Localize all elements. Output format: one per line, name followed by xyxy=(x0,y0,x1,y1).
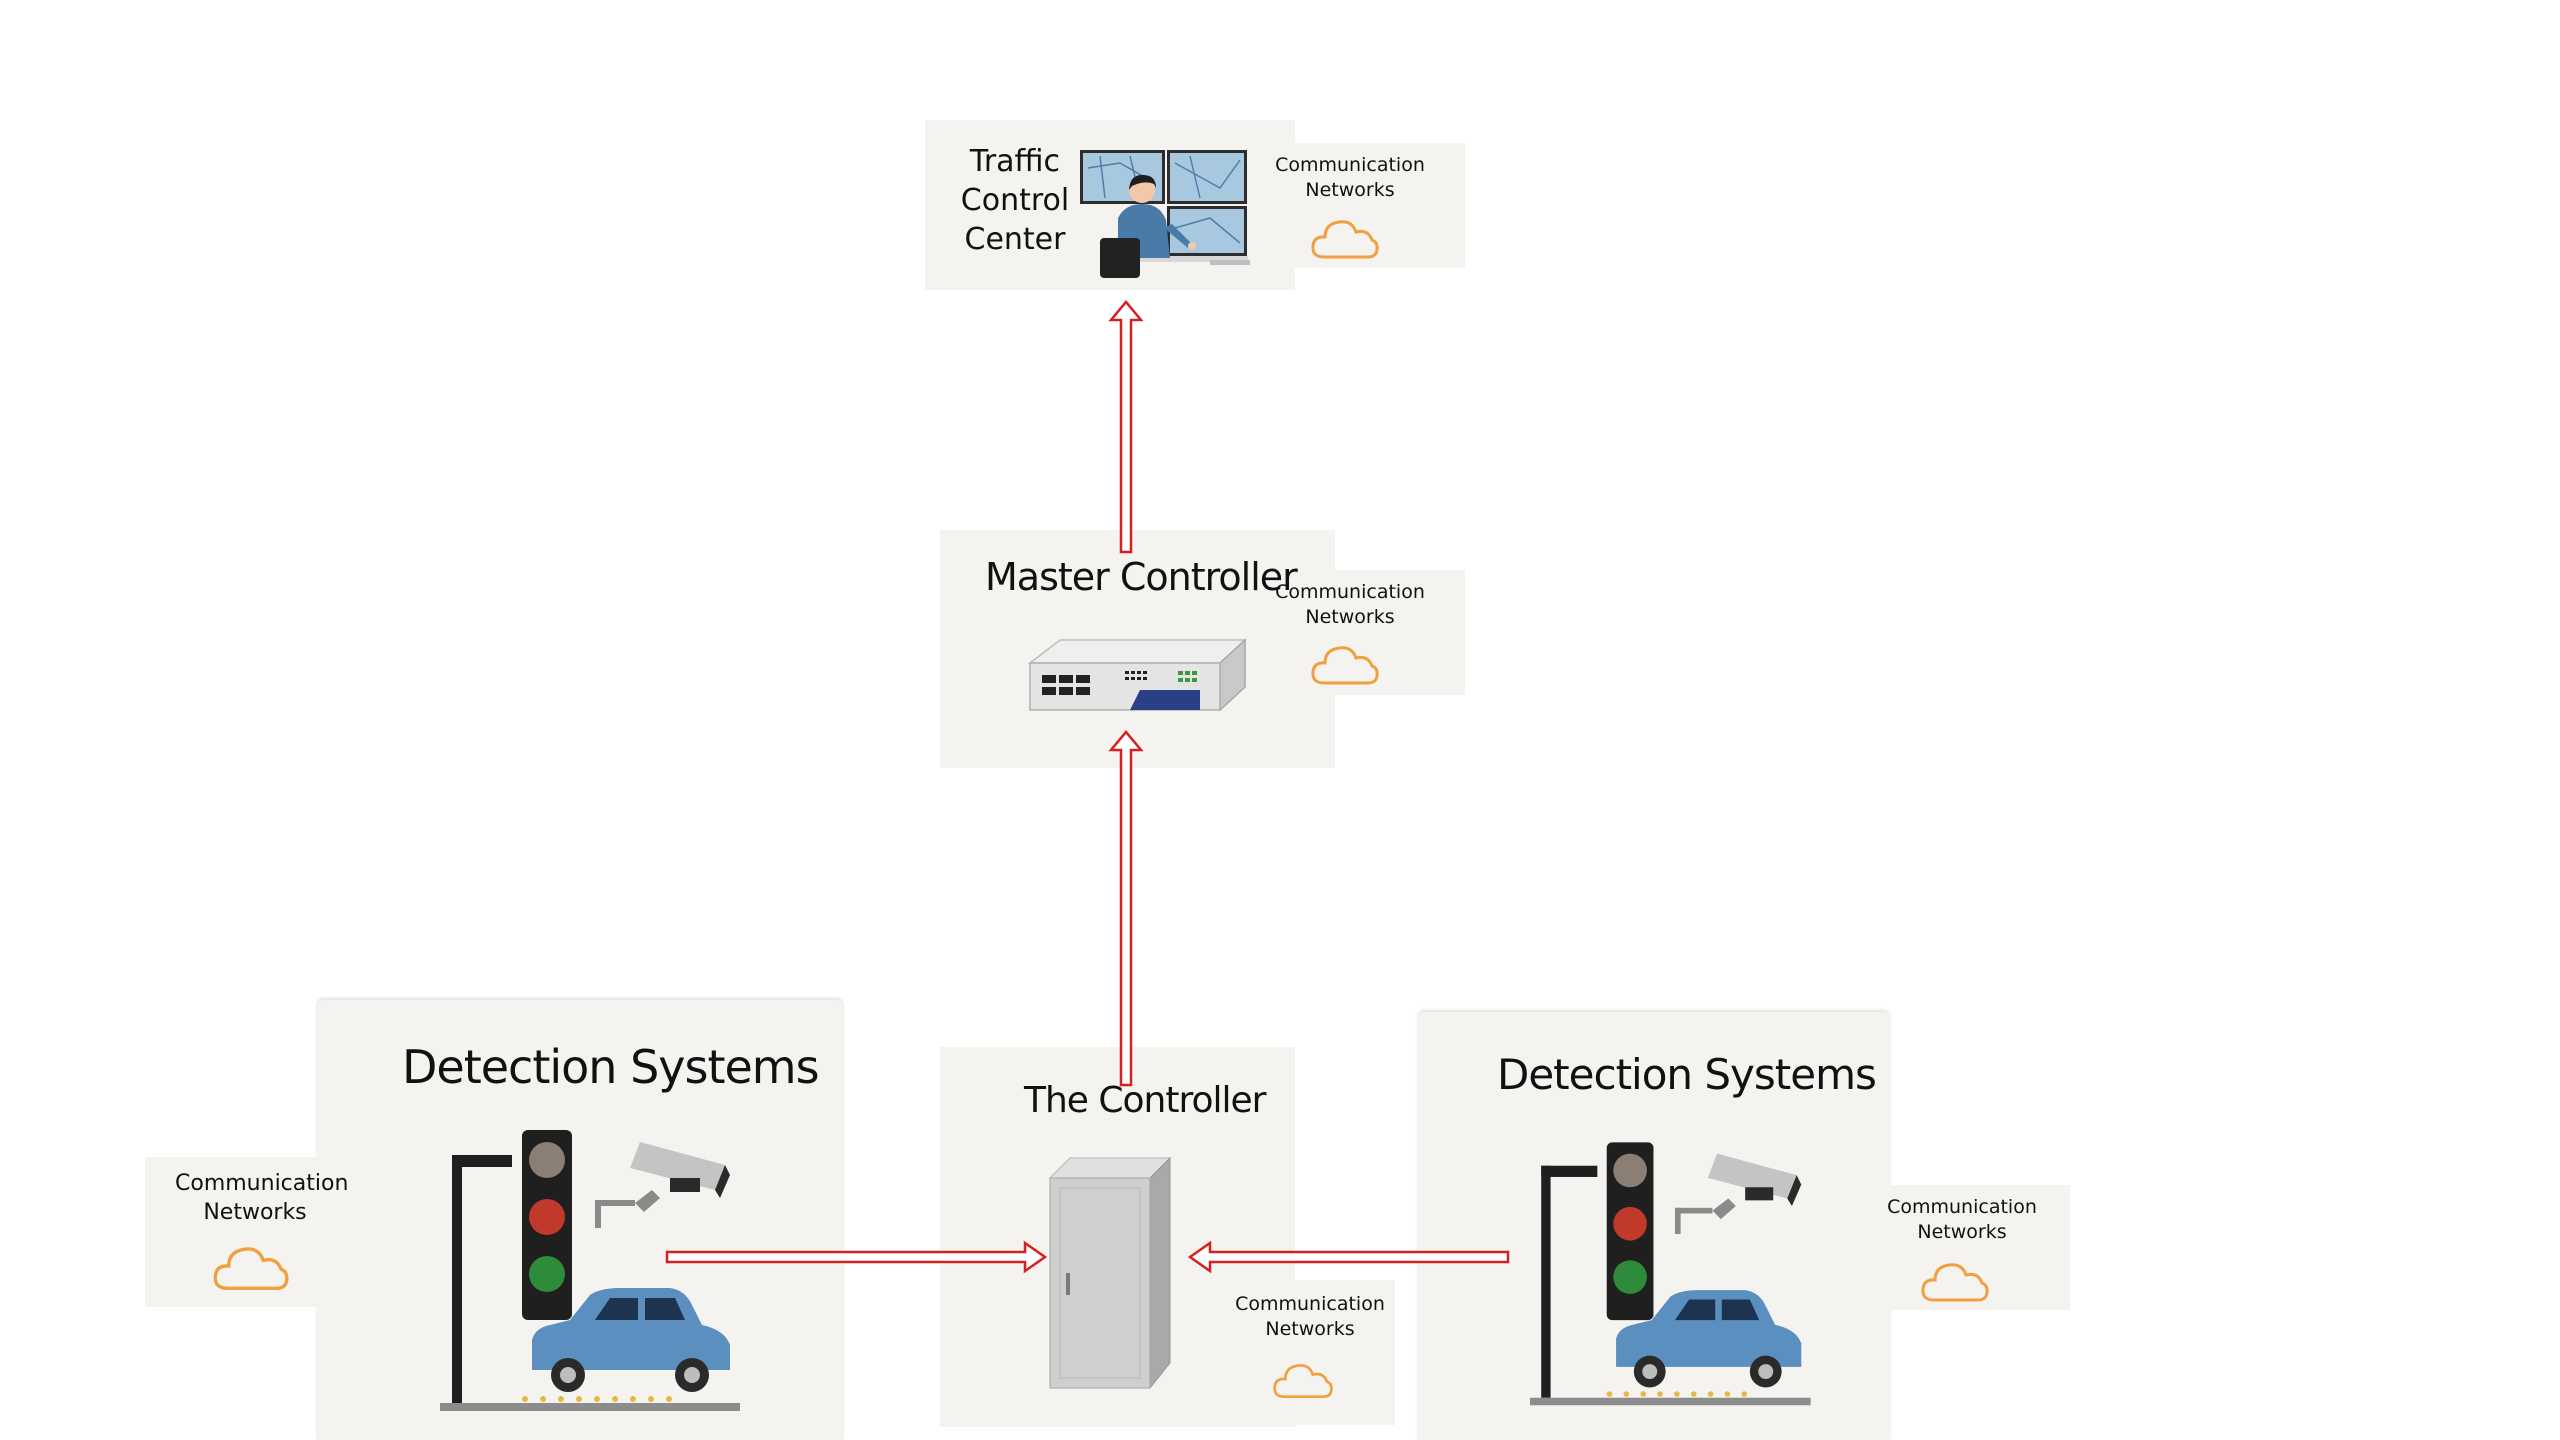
detection-left-title: Detection Systems xyxy=(402,1040,820,1094)
arrow-master-to-tcc xyxy=(1108,300,1144,554)
controller-title: The Controller xyxy=(1024,1080,1266,1121)
traffic-light-icon xyxy=(1541,1142,1654,1398)
detection-right-network-label: Communication Networks xyxy=(1887,1196,2037,1243)
traffic-light-icon xyxy=(452,1130,572,1403)
tcc-title-line-3: Center xyxy=(964,222,1066,257)
cloud-icon xyxy=(1273,1364,1333,1399)
road-sensor-strip xyxy=(440,1396,740,1411)
operator-at-monitors-icon xyxy=(1080,150,1250,278)
arrow-right-detection-to-controller xyxy=(1187,1240,1510,1274)
controller-cabinet-icon xyxy=(1048,1156,1172,1390)
master-network-label: Communication Networks xyxy=(1275,581,1425,628)
car-icon xyxy=(532,1288,730,1392)
tcc-title-line-2: Control xyxy=(960,183,1070,218)
road-sensor-strip xyxy=(1530,1391,1811,1406)
network-switch-icon xyxy=(1027,638,1247,712)
detection-right-title: Detection Systems xyxy=(1497,1050,1877,1099)
master-controller-title: Master Controller xyxy=(985,555,1298,599)
security-camera-icon xyxy=(595,1142,730,1228)
controller-network-label: Communication Networks xyxy=(1235,1293,1385,1340)
tcc-title: Traffic Control Center xyxy=(955,142,1075,259)
security-camera-icon xyxy=(1675,1153,1802,1235)
car-icon xyxy=(1616,1290,1802,1388)
detection-right-scene xyxy=(1530,1142,1811,1406)
cloud-icon xyxy=(1311,646,1379,685)
cloud-icon xyxy=(1311,220,1379,259)
tcc-network-label: Communication Networks xyxy=(1275,154,1425,201)
master-network-panel xyxy=(1335,570,1465,695)
arrow-controller-to-master xyxy=(1108,730,1144,1087)
cloud-icon xyxy=(213,1247,289,1290)
cloud-icon xyxy=(1921,1263,1989,1302)
detection-right-network-panel xyxy=(1890,1185,2070,1310)
tcc-network-panel xyxy=(1295,143,1465,268)
arrow-left-detection-to-controller xyxy=(665,1240,1048,1274)
detection-left-scene xyxy=(440,1130,740,1411)
tcc-title-line-1: Traffic xyxy=(969,144,1061,179)
detection-left-network-panel xyxy=(145,1157,380,1307)
controller-network-panel xyxy=(1225,1280,1395,1425)
detection-left-network-label: Communication Networks xyxy=(175,1171,349,1225)
